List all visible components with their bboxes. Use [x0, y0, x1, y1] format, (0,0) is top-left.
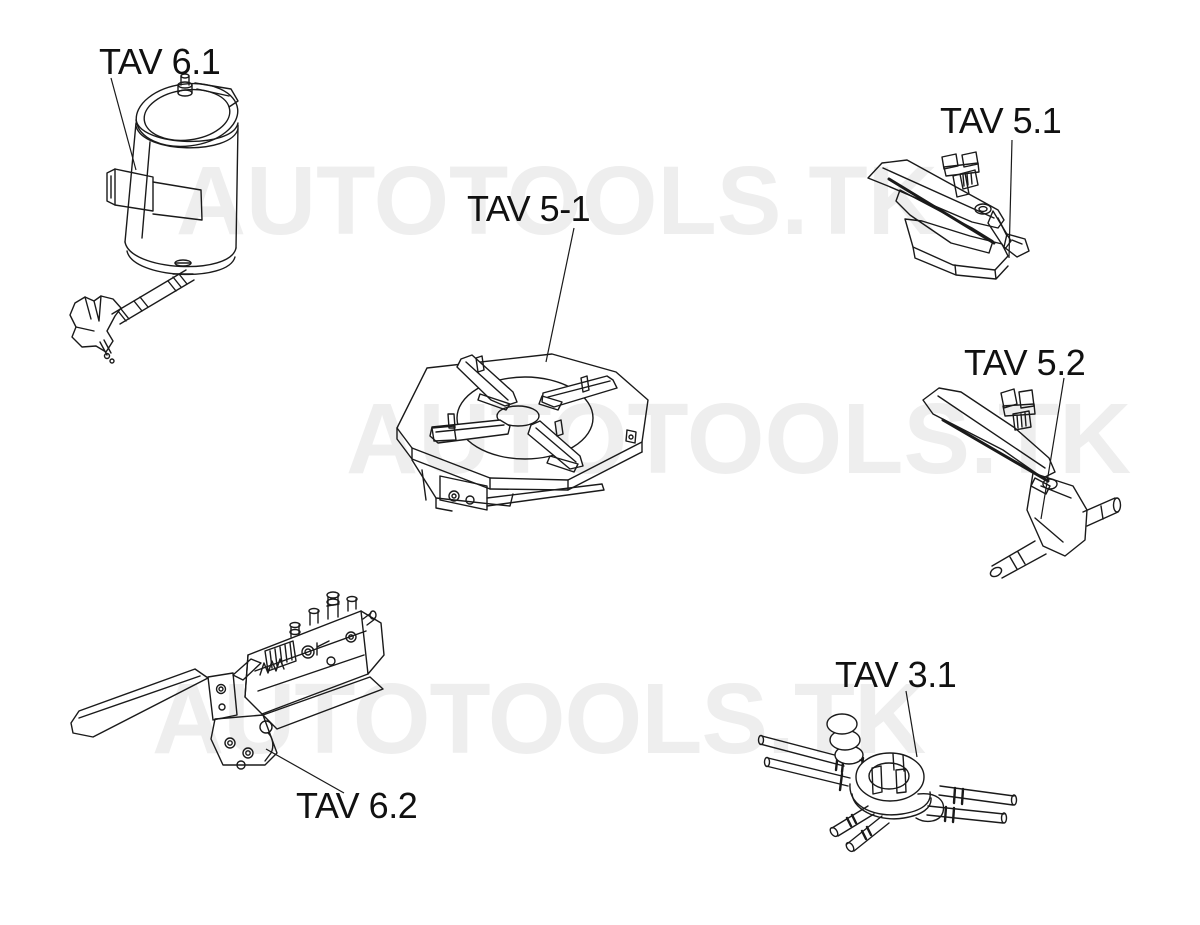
part-label-tav-3.1: TAV 3.1 [835, 654, 957, 695]
watermark-row-1: AUTOTOOLS.TK [176, 146, 938, 255]
leader-line-tav-5.2 [1041, 378, 1064, 519]
rotary-coupling-drawing [759, 714, 1017, 853]
part-label-tav-5.2: TAV 5.2 [964, 342, 1086, 383]
air-tank-drawing [70, 74, 241, 363]
clamp-arm-drawing [923, 388, 1121, 578]
leader-lines [111, 78, 1064, 793]
part-label-tav-6.2: TAV 6.2 [296, 785, 418, 826]
turntable-drawing [397, 354, 648, 511]
leader-line-tav-6-1 [111, 78, 136, 170]
leader-line-tav-5-1 [546, 228, 574, 362]
pedal-valve-drawing [71, 592, 384, 769]
leader-line-tav-3.1 [906, 691, 917, 757]
part-label-tav-5-1: TAV 5-1 [467, 188, 591, 229]
leader-line-tav-5.1 [1009, 140, 1012, 258]
watermark-row-3: AUTOTOOLS.TK [152, 663, 926, 775]
leader-line-tav-6.2 [266, 749, 344, 793]
clamp-slide-drawing [868, 152, 1029, 279]
part-label-tav-5.1: TAV 5.1 [940, 100, 1062, 141]
part-label-tav-6-1: TAV 6.1 [99, 41, 221, 82]
